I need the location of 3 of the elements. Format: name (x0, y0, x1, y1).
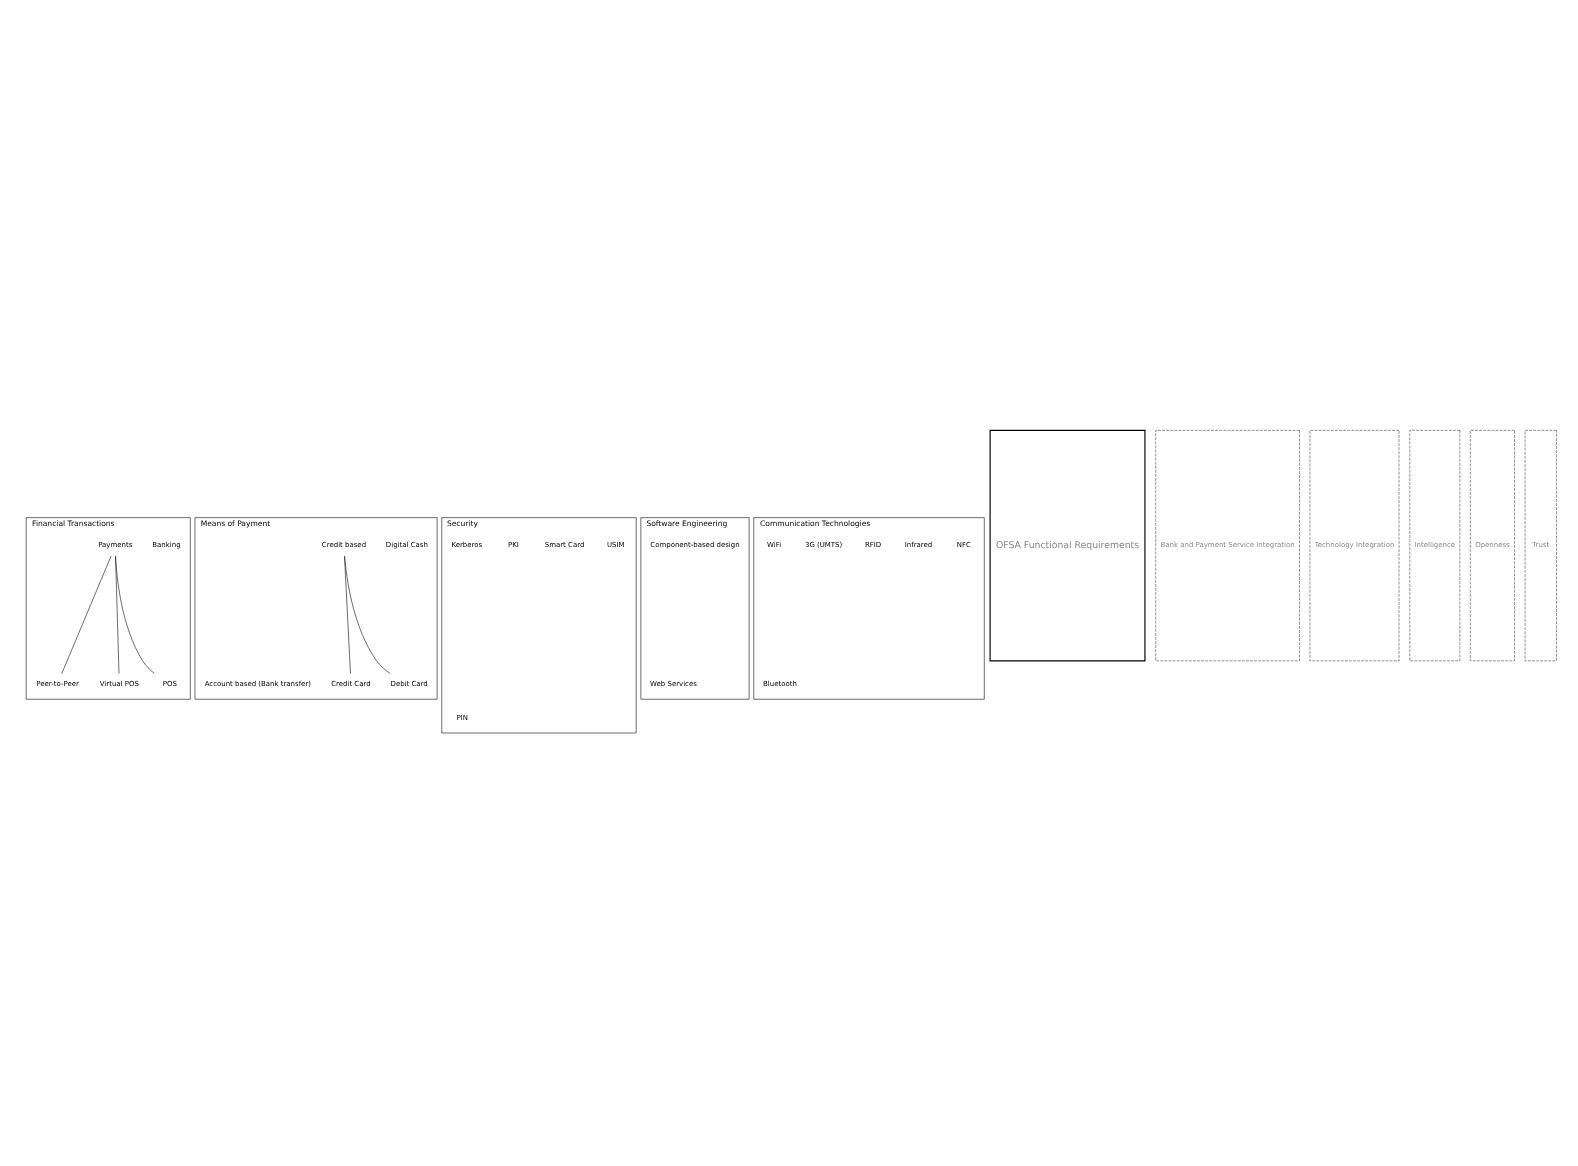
connector (115, 554, 155, 673)
connector (344, 554, 391, 673)
connector (344, 554, 351, 673)
